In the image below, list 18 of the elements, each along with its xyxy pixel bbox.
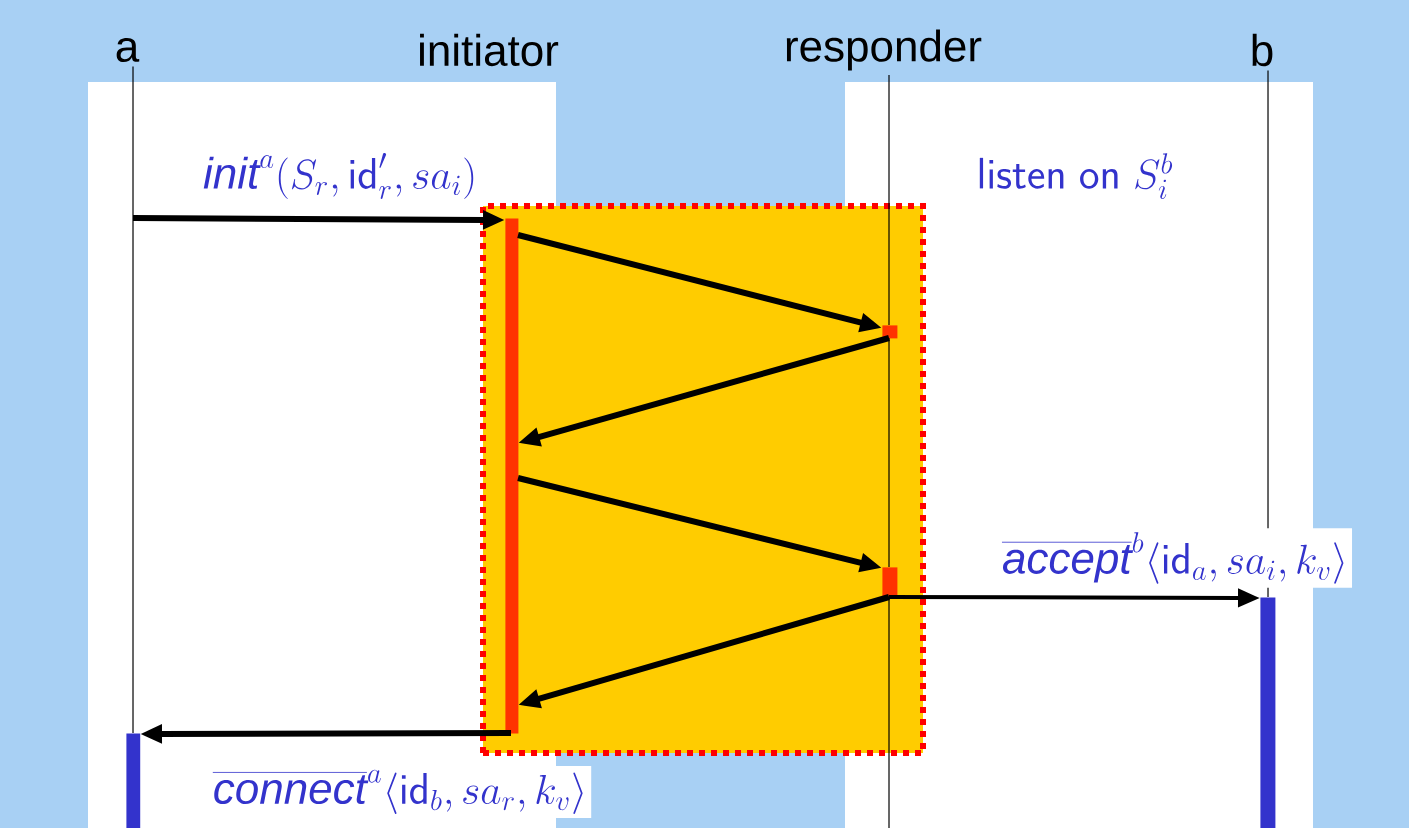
lifeline-label: initiator [420,33,559,67]
edge-label: $\mathit{init}^{a}(S_r,\mathsf{id}'_r,sa_i)$ [199,149,481,203]
lifeline [888,337,890,568]
activation-bar [1260,597,1276,828]
lifeline [132,65,134,734]
note-label: $\mathsf{listen\ on\ }S_i^b$ [972,149,1178,203]
activation-bar [126,733,141,828]
lifeline-label: a [116,37,140,63]
lifeline-label: b [1252,33,1273,67]
edge-label: $\overline{\mathit{connect}}^{a}\langle\mathsf{id}_b,sa_r,k_v\rangle$ [208,765,592,819]
highlight-box [480,203,926,756]
activation-bar [882,325,898,339]
edge-label: $\overline{\mathit{accept}}^{b}\langle\mathsf{id}_a,sa_i,k_v\rangle$ [998,528,1353,588]
activation-bar [505,218,519,734]
lifeline-label: responder [786,29,982,71]
lifeline [888,596,890,828]
lifeline [888,74,890,326]
activation-bar [882,567,898,598]
